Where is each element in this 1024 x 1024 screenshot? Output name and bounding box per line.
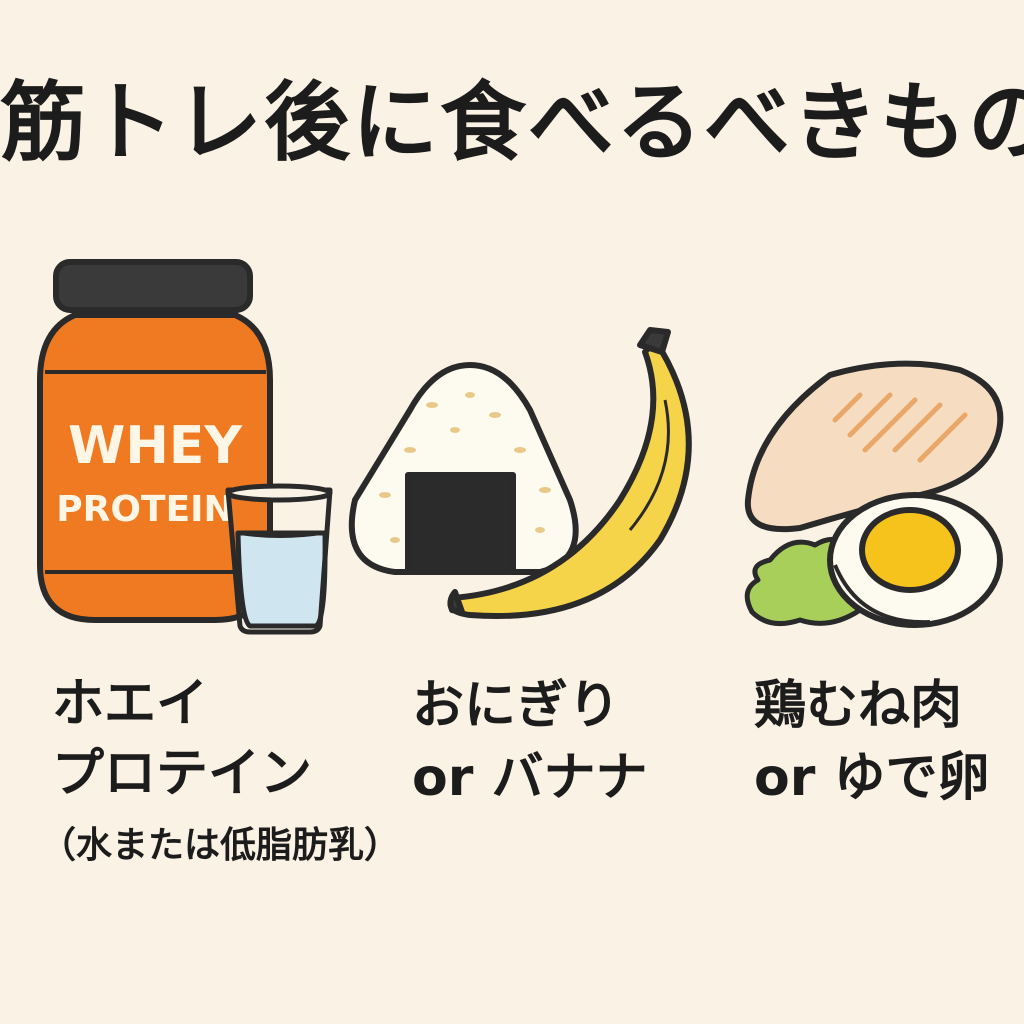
item-chicken-line2: or ゆで卵 [754, 748, 990, 808]
jar-label-protein: PROTEIN [56, 489, 233, 530]
jar-label-whey: WHEY [68, 416, 243, 476]
page-title: 筋トレ後に食べるべきもの [0, 73, 1024, 173]
rice-ball-icon [348, 362, 579, 575]
item-onigiri-line2: or バナナ [412, 748, 648, 808]
water-glass-icon [225, 483, 333, 635]
boiled-egg-icon [827, 492, 1003, 628]
item-protein-line2: プロテイン [52, 744, 313, 804]
banana-icon [447, 327, 692, 619]
item-onigiri-line1: おにぎり [412, 676, 621, 736]
item-protein-note: （水または低脂肪乳） [40, 825, 401, 866]
item-chicken-line1: 鶏むね肉 [754, 676, 963, 736]
item-protein-line1: ホエイ [52, 674, 209, 734]
protein-jar-icon: WHEY PROTEIN [37, 259, 273, 623]
